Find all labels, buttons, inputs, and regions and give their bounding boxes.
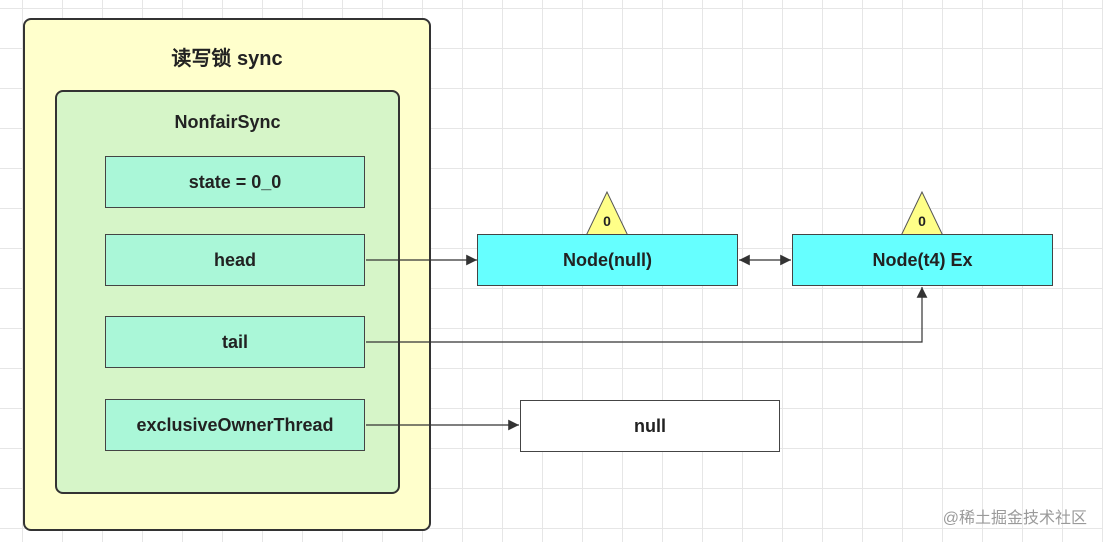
- owner-thread-field: exclusiveOwnerThread: [105, 399, 365, 451]
- node-null: Node(null): [477, 234, 738, 286]
- tail-pointer-arrow: [366, 287, 928, 343]
- state-field: state = 0_0: [105, 156, 365, 208]
- watermark: @稀土掘金技术社区: [942, 510, 1087, 527]
- sync-title: 读写锁 sync: [171, 48, 283, 70]
- node-null-wait-status: 0: [603, 213, 611, 229]
- nonfair-sync-title: NonfairSync: [174, 112, 281, 132]
- node-t4: Node(t4) Ex: [792, 234, 1053, 286]
- owner-null-value: null: [520, 400, 780, 452]
- node-t4-wait-status: 0: [918, 213, 926, 229]
- tail-field: tail: [105, 316, 365, 368]
- head-field: head: [105, 234, 365, 286]
